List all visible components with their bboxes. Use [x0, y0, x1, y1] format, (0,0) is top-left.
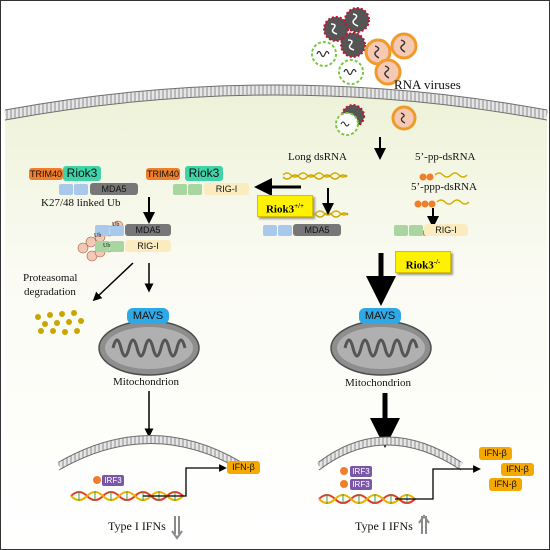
riok3-wt-genotype: +/+	[294, 202, 305, 210]
rigi-box-3: RIG-I	[424, 224, 468, 236]
ifnb-right-3: IFN-β	[489, 478, 522, 491]
degradation-label: degradation	[24, 286, 76, 298]
long-dsrna-label: Long dsRNA	[288, 151, 347, 163]
riok3-ko-genotype: -/-	[433, 258, 441, 266]
rna-virus-cluster	[311, 7, 418, 86]
irf3-right-1: IRF3	[350, 466, 372, 477]
riok3-ko-name: Riok3	[405, 259, 434, 272]
decrease-arrows-right	[418, 514, 430, 534]
mitochondrion-right	[330, 320, 432, 376]
rigi-box-2: RIG-I	[125, 240, 171, 252]
irf3-left: IRF3	[102, 475, 124, 486]
mda5-box-1: MDA5	[90, 183, 138, 195]
cytoplasm	[5, 94, 547, 547]
type1-right-label: Type I IFNs	[355, 519, 413, 533]
pp-dsrna-label: 5’-pp-dsRNA	[415, 151, 476, 163]
mavs-left: MAVS	[127, 308, 169, 324]
rigi-box-1: RIG-I	[204, 183, 249, 195]
trim40-box-2: TRIM40	[146, 168, 180, 180]
long-dsrna-strand	[282, 172, 348, 180]
mavs-right: MAVS	[359, 308, 401, 324]
ppp-dsrna-label: 5’-ppp-dsRNA	[411, 181, 477, 193]
rigi-cards-mid	[95, 241, 124, 252]
rigi-cards-right	[394, 225, 423, 236]
decrease-arrows-left	[171, 516, 183, 540]
mda5-box-2: MDA5	[125, 224, 171, 236]
ifnb-right-1: IFN-β	[479, 447, 512, 460]
pp-dsrna-strand	[419, 172, 468, 181]
dna-left	[70, 491, 184, 501]
mda5-cards-mid	[95, 225, 124, 236]
proteasomal-label: Proteasomal	[23, 272, 78, 284]
ub-label-3: Ub	[103, 243, 111, 249]
ifnb-left: IFN-β	[227, 461, 260, 474]
type1-left-label: Type I IFNs	[108, 519, 166, 533]
mitochondrion-left	[98, 320, 200, 376]
ubiquitin-chain	[77, 220, 124, 262]
rigi-cards-left	[173, 184, 202, 195]
ub-label-1: Ub	[94, 233, 102, 239]
riok3-wildtype-tag: Riok3+/+	[257, 195, 313, 217]
mda5-box-3: MDA5	[293, 224, 341, 236]
riok3-knockout-tag: Riok3-/-	[395, 251, 451, 273]
nuclear-membrane-left	[57, 435, 244, 470]
degraded-fragments	[35, 310, 84, 335]
mda5-cards-right	[263, 225, 292, 236]
ifnb-right-2: IFN-β	[501, 463, 534, 476]
ub-label-2: Ub	[112, 222, 120, 228]
irf3-right-2: IRF3	[350, 479, 372, 490]
riok3-box-1: Riok3	[63, 166, 101, 181]
riok3-wt-name: Riok3	[265, 203, 295, 216]
mito-right-label: Mitochondrion	[345, 377, 411, 389]
ppp-dsrna-strand	[414, 199, 470, 208]
riok3-box-2: Riok3	[185, 166, 223, 181]
plasma-membrane	[4, 85, 548, 120]
k27-ub-label: K27/48 linked Ub	[41, 197, 121, 209]
rna-viruses-label: RNA viruses	[394, 77, 461, 92]
mito-left-label: Mitochondrion	[113, 376, 179, 388]
entering-viruses	[335, 104, 417, 136]
trim40-box-1: TRIM40	[29, 168, 63, 180]
mda5-cards-left	[59, 184, 88, 195]
nuclear-membrane-right	[316, 437, 464, 470]
